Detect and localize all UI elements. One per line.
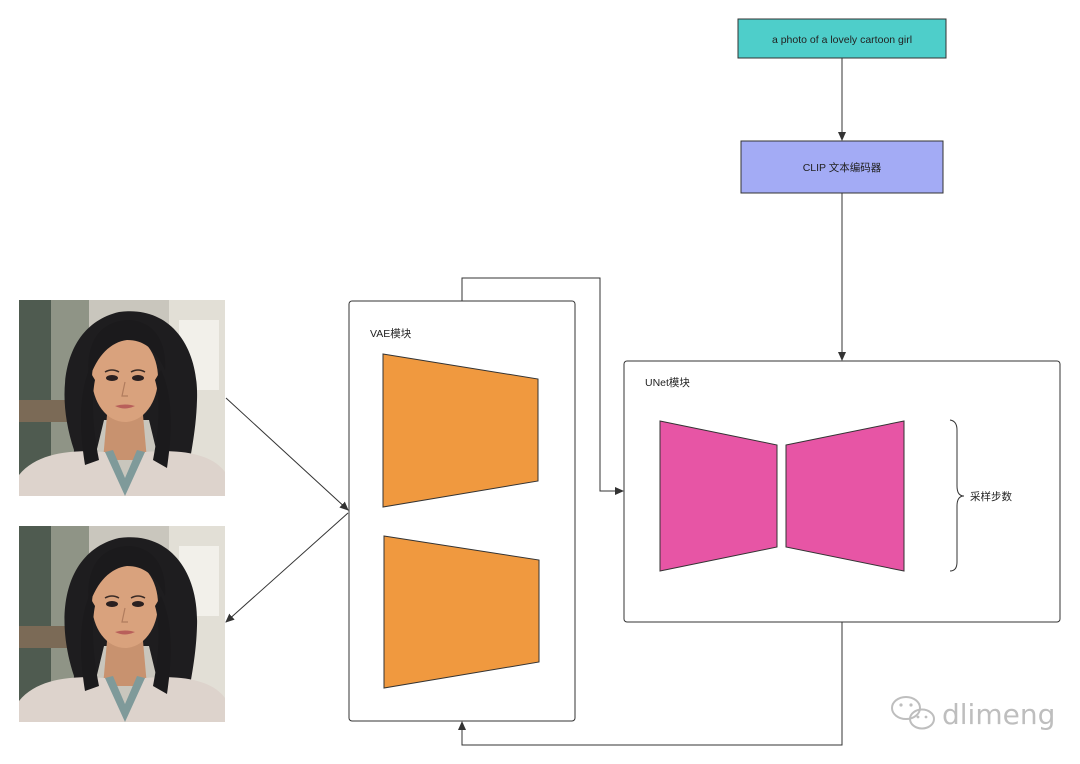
sampling-steps-label: 采样步数 <box>970 490 1012 503</box>
watermark-text: dlimeng <box>942 698 1055 731</box>
prompt-label: a photo of a lovely cartoon girl <box>772 34 912 46</box>
arrow-unet-to-vae <box>458 622 843 746</box>
output-image <box>18 525 226 723</box>
connectors <box>225 58 846 746</box>
arrow-vae-to-unet <box>461 277 624 495</box>
arrow-image-to-vae <box>225 397 349 511</box>
arrow-vae-to-image <box>225 512 349 623</box>
sampling-steps-brace <box>949 419 965 572</box>
vae-module-label: VAE模块 <box>370 328 412 340</box>
input-image <box>18 299 226 497</box>
wechat-icon <box>891 696 935 730</box>
clip-encoder-label: CLIP 文本编码器 <box>803 161 882 174</box>
unet-module: UNet模块 采样步数 <box>623 360 1061 623</box>
prompt-node: a photo of a lovely cartoon girl <box>737 18 947 59</box>
unet-down-shape <box>659 420 778 572</box>
unet-up-shape <box>785 420 905 572</box>
clip-encoder-node: CLIP 文本编码器 <box>740 140 944 194</box>
watermark: dlimeng <box>891 696 1055 731</box>
vae-decoder-shape <box>383 535 540 689</box>
unet-module-label: UNet模块 <box>645 377 690 389</box>
vae-module: VAE模块 <box>348 300 576 722</box>
vae-encoder-shape <box>382 353 539 508</box>
